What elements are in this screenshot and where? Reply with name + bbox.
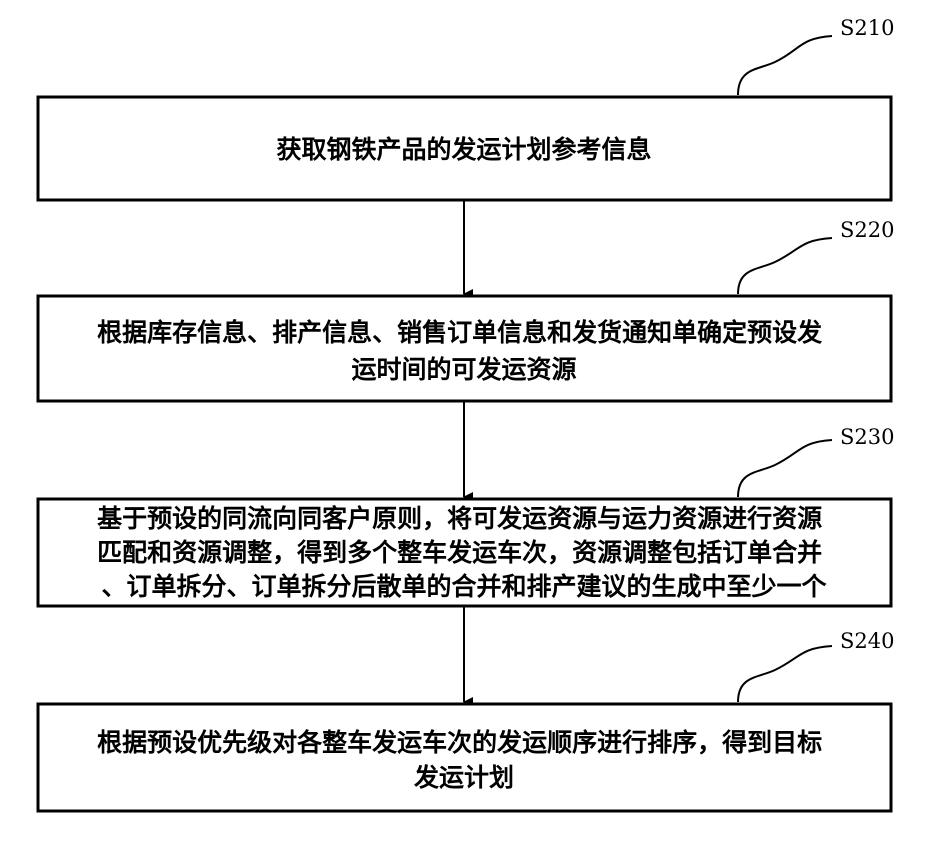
label-leader-line (738, 36, 832, 95)
step-line: 根据库存信息、排产信息、销售订单信息和发货通知单确定预设发 (97, 318, 822, 347)
label-leader-line (738, 238, 832, 294)
step-label: S240 (840, 629, 894, 653)
step-s220: 根据库存信息、排产信息、销售订单信息和发货通知单确定预设发 运时间的可发运资源 … (38, 218, 894, 401)
step-text: 基于预设的同流向同客户原则，将可发运资源与运力资源进行资源 匹配和资源调整，得到… (97, 504, 831, 601)
step-line: 匹配和资源调整，得到多个整车发运车次，资源调整包括订单合并 (97, 538, 822, 567)
step-s230: 基于预设的同流向同客户原则，将可发运资源与运力资源进行资源 匹配和资源调整，得到… (38, 425, 894, 606)
step-line: 、订单拆分、订单拆分后散单的合并和排产建议的生成中至少一个 (101, 572, 827, 601)
step-s240: 根据预设优先级对各整车发运车次的发运顺序进行排序，得到目标 发运计划 S240 (38, 629, 894, 811)
step-line: 发运计划 (413, 763, 514, 792)
step-box (38, 704, 891, 811)
step-label: S210 (840, 16, 894, 40)
step-line: 获取钢铁产品的发运计划参考信息 (276, 135, 651, 164)
step-line: 基于预设的同流向同客户原则，将可发运资源与运力资源进行资源 (97, 504, 822, 533)
step-label: S220 (840, 218, 894, 242)
step-label: S230 (840, 425, 894, 449)
step-text: 获取钢铁产品的发运计划参考信息 (276, 135, 651, 164)
step-s210: 获取钢铁产品的发运计划参考信息 S210 (38, 16, 894, 200)
label-leader-line (738, 440, 832, 497)
step-line: 根据预设优先级对各整车发运车次的发运顺序进行排序，得到目标 (97, 728, 822, 757)
step-box (38, 296, 891, 401)
label-leader-line (738, 646, 832, 702)
step-line: 运时间的可发运资源 (351, 355, 576, 384)
